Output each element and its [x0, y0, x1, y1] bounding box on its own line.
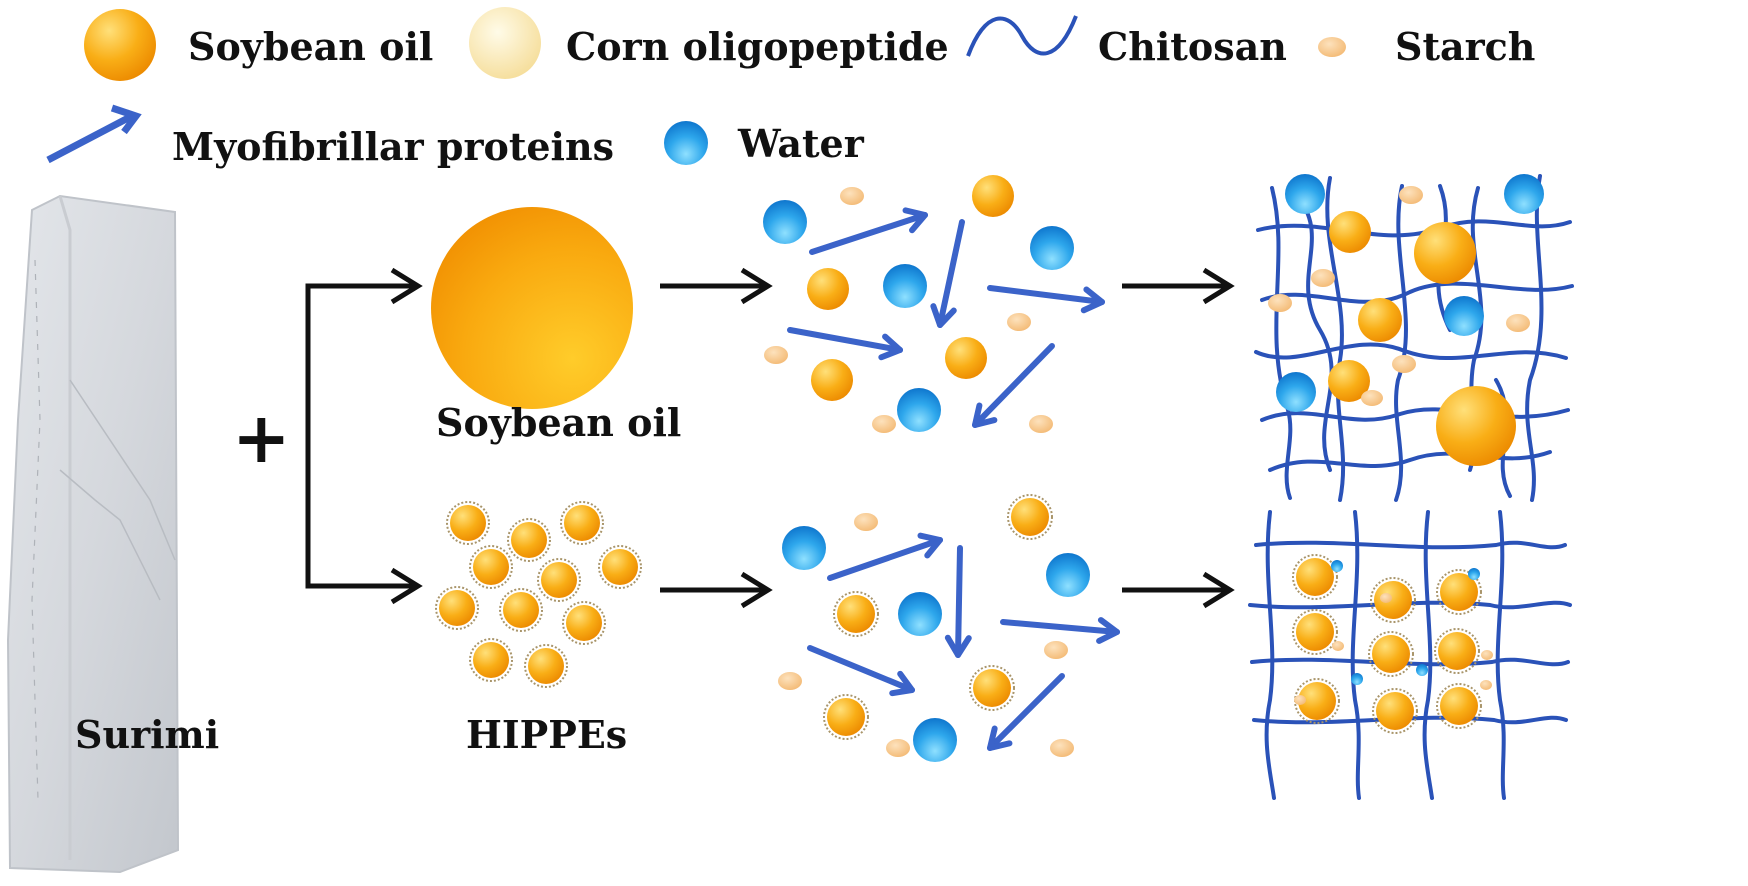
- water-legend-icon: [664, 121, 708, 165]
- hippe-droplet: [598, 545, 642, 589]
- hippe-droplet: [1372, 688, 1418, 734]
- mixture-bottom-panel: [778, 494, 1090, 762]
- hippe-droplet: [1368, 631, 1414, 677]
- legend: Soybean oil Corn oligopeptide Chitosan S…: [46, 7, 1535, 169]
- protein-strand: [787, 327, 903, 361]
- arrow-step2-bottom: [1122, 571, 1235, 609]
- starch-granule: [1044, 641, 1068, 659]
- hippe-droplet: [1436, 569, 1482, 615]
- starch-granule: [840, 187, 864, 205]
- protein-strand: [987, 285, 1105, 314]
- starch-granule: [1380, 593, 1392, 603]
- protein-strand: [807, 645, 915, 697]
- hippe-droplet: [562, 601, 606, 645]
- starch-granule: [1029, 415, 1053, 433]
- hippes-caption: HIPPEs: [466, 712, 627, 757]
- corn-oligopeptide-legend-icon: [469, 7, 541, 79]
- oil-droplet: [811, 359, 853, 401]
- hippe-droplet: [1007, 494, 1053, 540]
- legend-myofibrillar-proteins-label: Myofibrillar proteins: [172, 124, 614, 169]
- legend-water-label: Water: [737, 121, 865, 166]
- protein-strand: [972, 343, 1055, 428]
- arrow-step1-top: [660, 267, 773, 305]
- water-droplet: [1331, 560, 1343, 572]
- protein-strand: [944, 545, 972, 658]
- branch-connector: [305, 267, 423, 605]
- water-droplet: [1351, 673, 1363, 685]
- hippe-droplet: [524, 644, 568, 688]
- legend-soybean-oil-label: Soybean oil: [188, 24, 433, 69]
- water-droplet: [897, 388, 941, 432]
- arrow-step1-bottom: [660, 571, 773, 609]
- hippe-droplet: [833, 591, 879, 637]
- water-droplet: [1030, 226, 1074, 270]
- starch-granule: [872, 415, 896, 433]
- starch-granule: [1332, 641, 1344, 651]
- protein-strand: [987, 673, 1065, 751]
- starch-granule: [854, 513, 878, 531]
- starch-granule: [1050, 739, 1074, 757]
- protein-strand: [930, 219, 965, 328]
- surimi-block: [6, 194, 180, 874]
- surimi-caption: Surimi: [75, 712, 219, 757]
- mixture-top-panel: [763, 175, 1074, 433]
- water-droplet: [1046, 553, 1090, 597]
- water-droplet: [913, 718, 957, 762]
- hippe-droplet: [499, 588, 543, 632]
- water-droplet: [782, 526, 826, 570]
- starch-granule: [886, 739, 910, 757]
- hippe-droplet: [1436, 683, 1482, 729]
- water-droplet: [763, 200, 807, 244]
- hippe-droplet: [969, 665, 1015, 711]
- starch-granule: [1480, 680, 1492, 690]
- hippe-droplet: [469, 638, 513, 682]
- legend-corn-oligopeptide-label: Corn oligopeptide: [566, 24, 949, 69]
- chitosan-mesh: [1248, 510, 1572, 800]
- hippe-droplet: [435, 586, 479, 630]
- soybean-oil-caption: Soybean oil: [436, 400, 681, 445]
- legend-starch-label: Starch: [1395, 24, 1535, 69]
- protein-strand: [827, 532, 943, 581]
- hippe-droplet: [560, 501, 604, 545]
- protein-strand: [1000, 617, 1120, 644]
- water-droplet: [883, 264, 927, 308]
- arrow-step2-top: [1122, 267, 1235, 305]
- gel-network-bottom: [1248, 510, 1572, 800]
- hippe-droplet: [507, 518, 551, 562]
- starch-granule: [1007, 313, 1031, 331]
- hippe-droplet: [446, 501, 490, 545]
- water-droplet: [1468, 568, 1480, 580]
- oil-droplet: [972, 175, 1014, 217]
- myofibrillar-protein-strands: [787, 207, 1120, 751]
- oil-droplet: [807, 268, 849, 310]
- starch-granule: [1294, 695, 1306, 705]
- legend-chitosan-label: Chitosan: [1098, 24, 1287, 69]
- starch-legend-icon: [1318, 37, 1346, 57]
- soybean-oil-droplet: [431, 207, 633, 409]
- starch-granule: [1481, 650, 1493, 660]
- hippes-cluster: [435, 501, 642, 688]
- hippe-droplet: [823, 694, 869, 740]
- protein-strand: [809, 207, 928, 255]
- myofibrillar-proteins-legend-icon: [46, 104, 142, 164]
- hippe-droplet: [1292, 609, 1338, 655]
- chitosan-legend-icon: [966, 15, 1078, 57]
- plus-sign: +: [232, 396, 291, 479]
- starch-granule: [764, 346, 788, 364]
- hippe-droplet: [537, 558, 581, 602]
- hippe-droplet: [1434, 628, 1480, 674]
- oil-droplet: [945, 337, 987, 379]
- water-droplet: [1416, 664, 1428, 676]
- hippe-droplet: [469, 545, 513, 589]
- soybean-oil-legend-icon: [84, 9, 156, 81]
- gel-network-top: [1254, 174, 1574, 502]
- hippe-droplet: [1292, 554, 1338, 600]
- hippe-droplet: [1370, 577, 1416, 623]
- water-droplet: [898, 592, 942, 636]
- starch-granule: [778, 672, 802, 690]
